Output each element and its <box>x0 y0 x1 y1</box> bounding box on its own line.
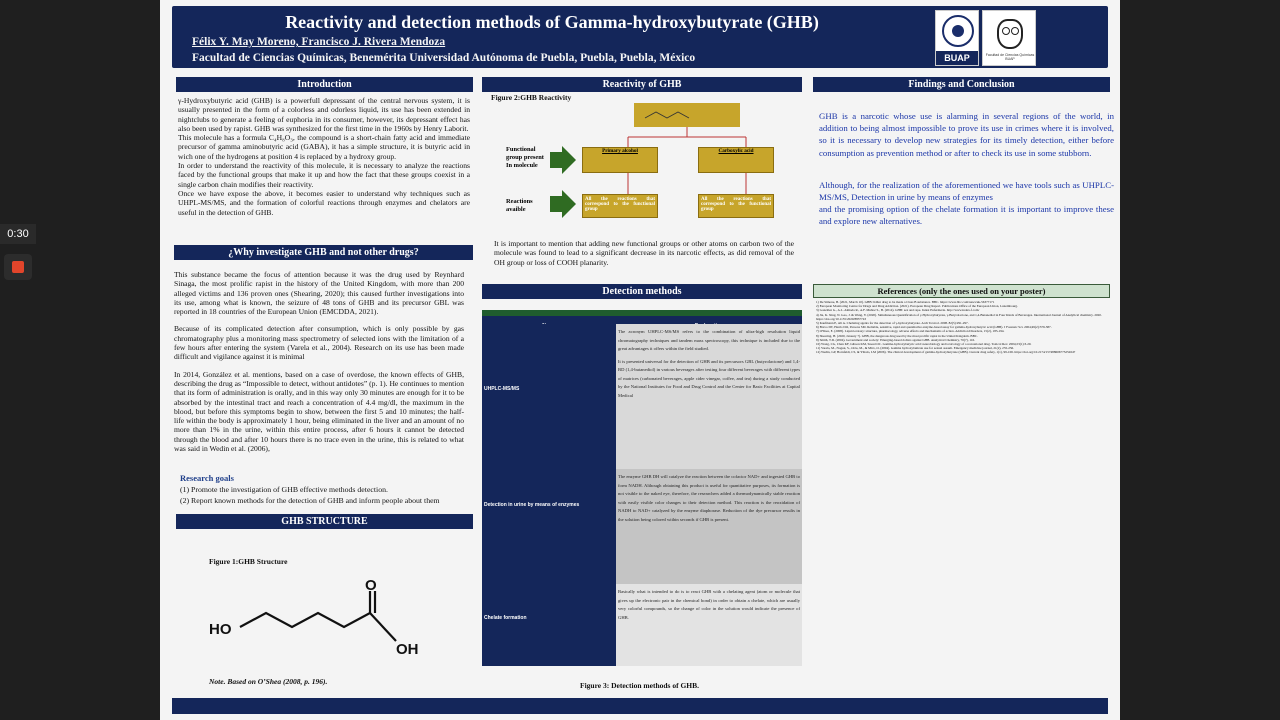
reference-item: 7) O'Shea, E. (2008). Liquid ecstasy: st… <box>816 329 1005 334</box>
structure-heading: GHB STRUCTURE <box>176 514 473 529</box>
findings-paragraph: GHB is a narcotic whose use is alarming … <box>819 111 1114 158</box>
poster: Reactivity and detection methods of Gamm… <box>160 0 1120 720</box>
references-heading: References (only the ones used on your p… <box>813 284 1110 298</box>
research-goals-title: Research goals <box>180 473 234 483</box>
figure1-note: Note. Based on O’Shea (2008, p. 196). <box>209 677 328 686</box>
detection-heading: Detection methods <box>482 284 802 299</box>
carbonyl-oxygen-label: O <box>365 577 377 594</box>
owl-icon <box>997 19 1023 49</box>
findings-heading: Findings and Conclusion <box>813 77 1110 92</box>
reference-item: 10) Wong, CG, Chan KF, Gibson KM, Snead … <box>816 342 1032 347</box>
table-row-name: Chelate formation <box>482 584 616 666</box>
reference-item: 8) Shearing, H. (2020, January 7). GHB, … <box>816 333 978 338</box>
column-header-name: Name <box>482 310 616 329</box>
acid-reactions-box: All the reactions that correspond to the… <box>698 194 774 218</box>
why-text: This substance became the focus of atten… <box>174 270 464 453</box>
buap-logo: BUAP <box>935 10 979 66</box>
table-row-explanation: The acronym UHPLC-MS/MS refers to the co… <box>616 324 802 469</box>
intro-paragraph: Once we have expose the above, it become… <box>178 188 470 217</box>
figure3-caption: Figure 3: Detection methods of GHB. <box>580 681 700 690</box>
table-header: Name Explanation <box>482 310 802 329</box>
reference-item: 11) Varela, M., Nogué, S., Orós, M., & M… <box>816 346 1014 351</box>
reference-item: 9) Smith, T.D. (2004). Government and so… <box>816 337 975 342</box>
functional-group-label: Functional group present In molecule <box>506 146 544 169</box>
findings-paragraph: Although, for the realization of the afo… <box>819 179 1114 227</box>
poster-footer-bar <box>172 698 1108 714</box>
carboxylic-acid-box: Carboxylic acid <box>698 147 774 173</box>
poster-affiliation: Facultad de Ciencias Químicas, Benemérit… <box>192 52 696 64</box>
university-seal-icon <box>942 15 974 47</box>
why-paragraph: In 2014, González et al. mentions, based… <box>174 369 464 454</box>
poster-authors: Félix Y. May Moreno, Francisco J. Rivera… <box>192 36 446 48</box>
stop-recording-button[interactable] <box>4 254 32 280</box>
faculty-logo-caption: Facultad de Ciencias Químicas BUAP <box>985 53 1035 61</box>
faculty-logo: Facultad de Ciencias Químicas BUAP <box>982 10 1036 66</box>
reactivity-diagram: Primary alcohol Carboxylic acid All the … <box>490 100 800 230</box>
figure1-caption: Figure 1:GHB Structure <box>209 557 288 566</box>
intro-paragraph: γ-Hydroxybutyric acid (GHB) is a powerfu… <box>178 96 470 133</box>
reference-item: 2) European Monitoring Centre for Drugs … <box>816 304 1018 309</box>
reference-item: 3) González G., A.L. Almada R., A.F. Muñ… <box>816 308 980 313</box>
table-row-paragraph: The enzyme GHB DH will catalyze the reac… <box>618 474 800 522</box>
reactivity-heading: Reactivity of GHB <box>482 77 802 92</box>
table-row-explanation: Basically what is intended to do is to r… <box>616 584 802 666</box>
reference-item: 4) Jia, K. Xing, N. Gao, J. & Wang, Y. (… <box>816 312 1102 321</box>
why-paragraph: This substance became the focus of atten… <box>174 270 464 317</box>
carboxylic-acid-label: Carboxylic acid <box>718 148 754 154</box>
research-goal-item: (2) Report known methods for the detecti… <box>180 496 440 505</box>
viewer-left-panel <box>0 0 160 720</box>
table-row-paragraph: It is presented universal for the detect… <box>618 358 800 398</box>
recording-timer: 0:30 <box>0 224 36 244</box>
hydroxyl-label: HO <box>209 621 232 638</box>
why-paragraph: Because of its complicated detection aft… <box>174 324 464 362</box>
intro-paragraph: In order to understand the reactivity of… <box>178 161 470 189</box>
detection-methods-table: Name Explanation UHPLC-MS/MS The acronym… <box>482 310 802 666</box>
reference-item: 5) Kaufmann E, Alt A. Chelating agents f… <box>816 321 969 326</box>
poster-title: Reactivity and detection methods of Gamm… <box>285 12 819 32</box>
reference-item: 1) De Simone, B. (2021, March 10). GHB: … <box>816 300 995 304</box>
table-row-paragraph: The acronym UHPLC-MS/MS refers to the co… <box>618 329 800 351</box>
intro-heading: Introduction <box>176 77 473 92</box>
research-goal-item: (1) Promote the investigation of GHB eff… <box>180 485 388 494</box>
poster-header: Reactivity and detection methods of Gamm… <box>172 6 1108 68</box>
acid-hydroxyl-label: OH <box>396 641 419 658</box>
reactivity-text: It is important to mention that adding n… <box>494 239 794 267</box>
table-row-name: Detection in urine by means of enzymes <box>482 469 616 584</box>
reference-item: 12) Wedin, GP, Hornfeldt, CS, & Ylitalo,… <box>816 350 1076 355</box>
intro-paragraph: This molecule has a formula C₄H₈O₃, the … <box>178 133 470 161</box>
column-header-explanation: Explanation <box>616 310 802 329</box>
viewer-right-panel <box>1120 0 1280 720</box>
figure2-caption: Figure 2:GHB Reactivity <box>491 93 572 102</box>
table-row-explanation: The enzyme GHB DH will catalyze the reac… <box>616 469 802 584</box>
reactivity-connectors <box>550 103 749 218</box>
primary-alcohol-box: Primary alcohol <box>582 147 658 173</box>
findings-text: GHB is a narcotic whose use is alarming … <box>819 110 1114 228</box>
references-list: 1) De Simone, B. (2021, March 10). GHB: … <box>816 300 1108 355</box>
primary-alcohol-label: Primary alcohol <box>602 148 638 154</box>
table-row-paragraph: Basically what is intended to do is to r… <box>618 589 800 620</box>
alcohol-reactions-box: All the reactions that correspond to the… <box>582 194 658 218</box>
table-row-name: UHPLC-MS/MS <box>482 324 616 469</box>
reactions-available-label: Reactions avaible <box>506 198 533 213</box>
intro-text: γ-Hydroxybutyric acid (GHB) is a powerfu… <box>178 96 470 217</box>
buap-logo-text: BUAP <box>936 51 978 65</box>
reference-item: 6) Bravo DT, Harris DO, Parsons SM. Reli… <box>816 325 1052 330</box>
ghb-structure-diagram: HO O OH <box>209 577 419 658</box>
why-heading: ¿Why investigate GHB and not other drugs… <box>174 245 473 260</box>
stop-icon <box>12 261 24 273</box>
